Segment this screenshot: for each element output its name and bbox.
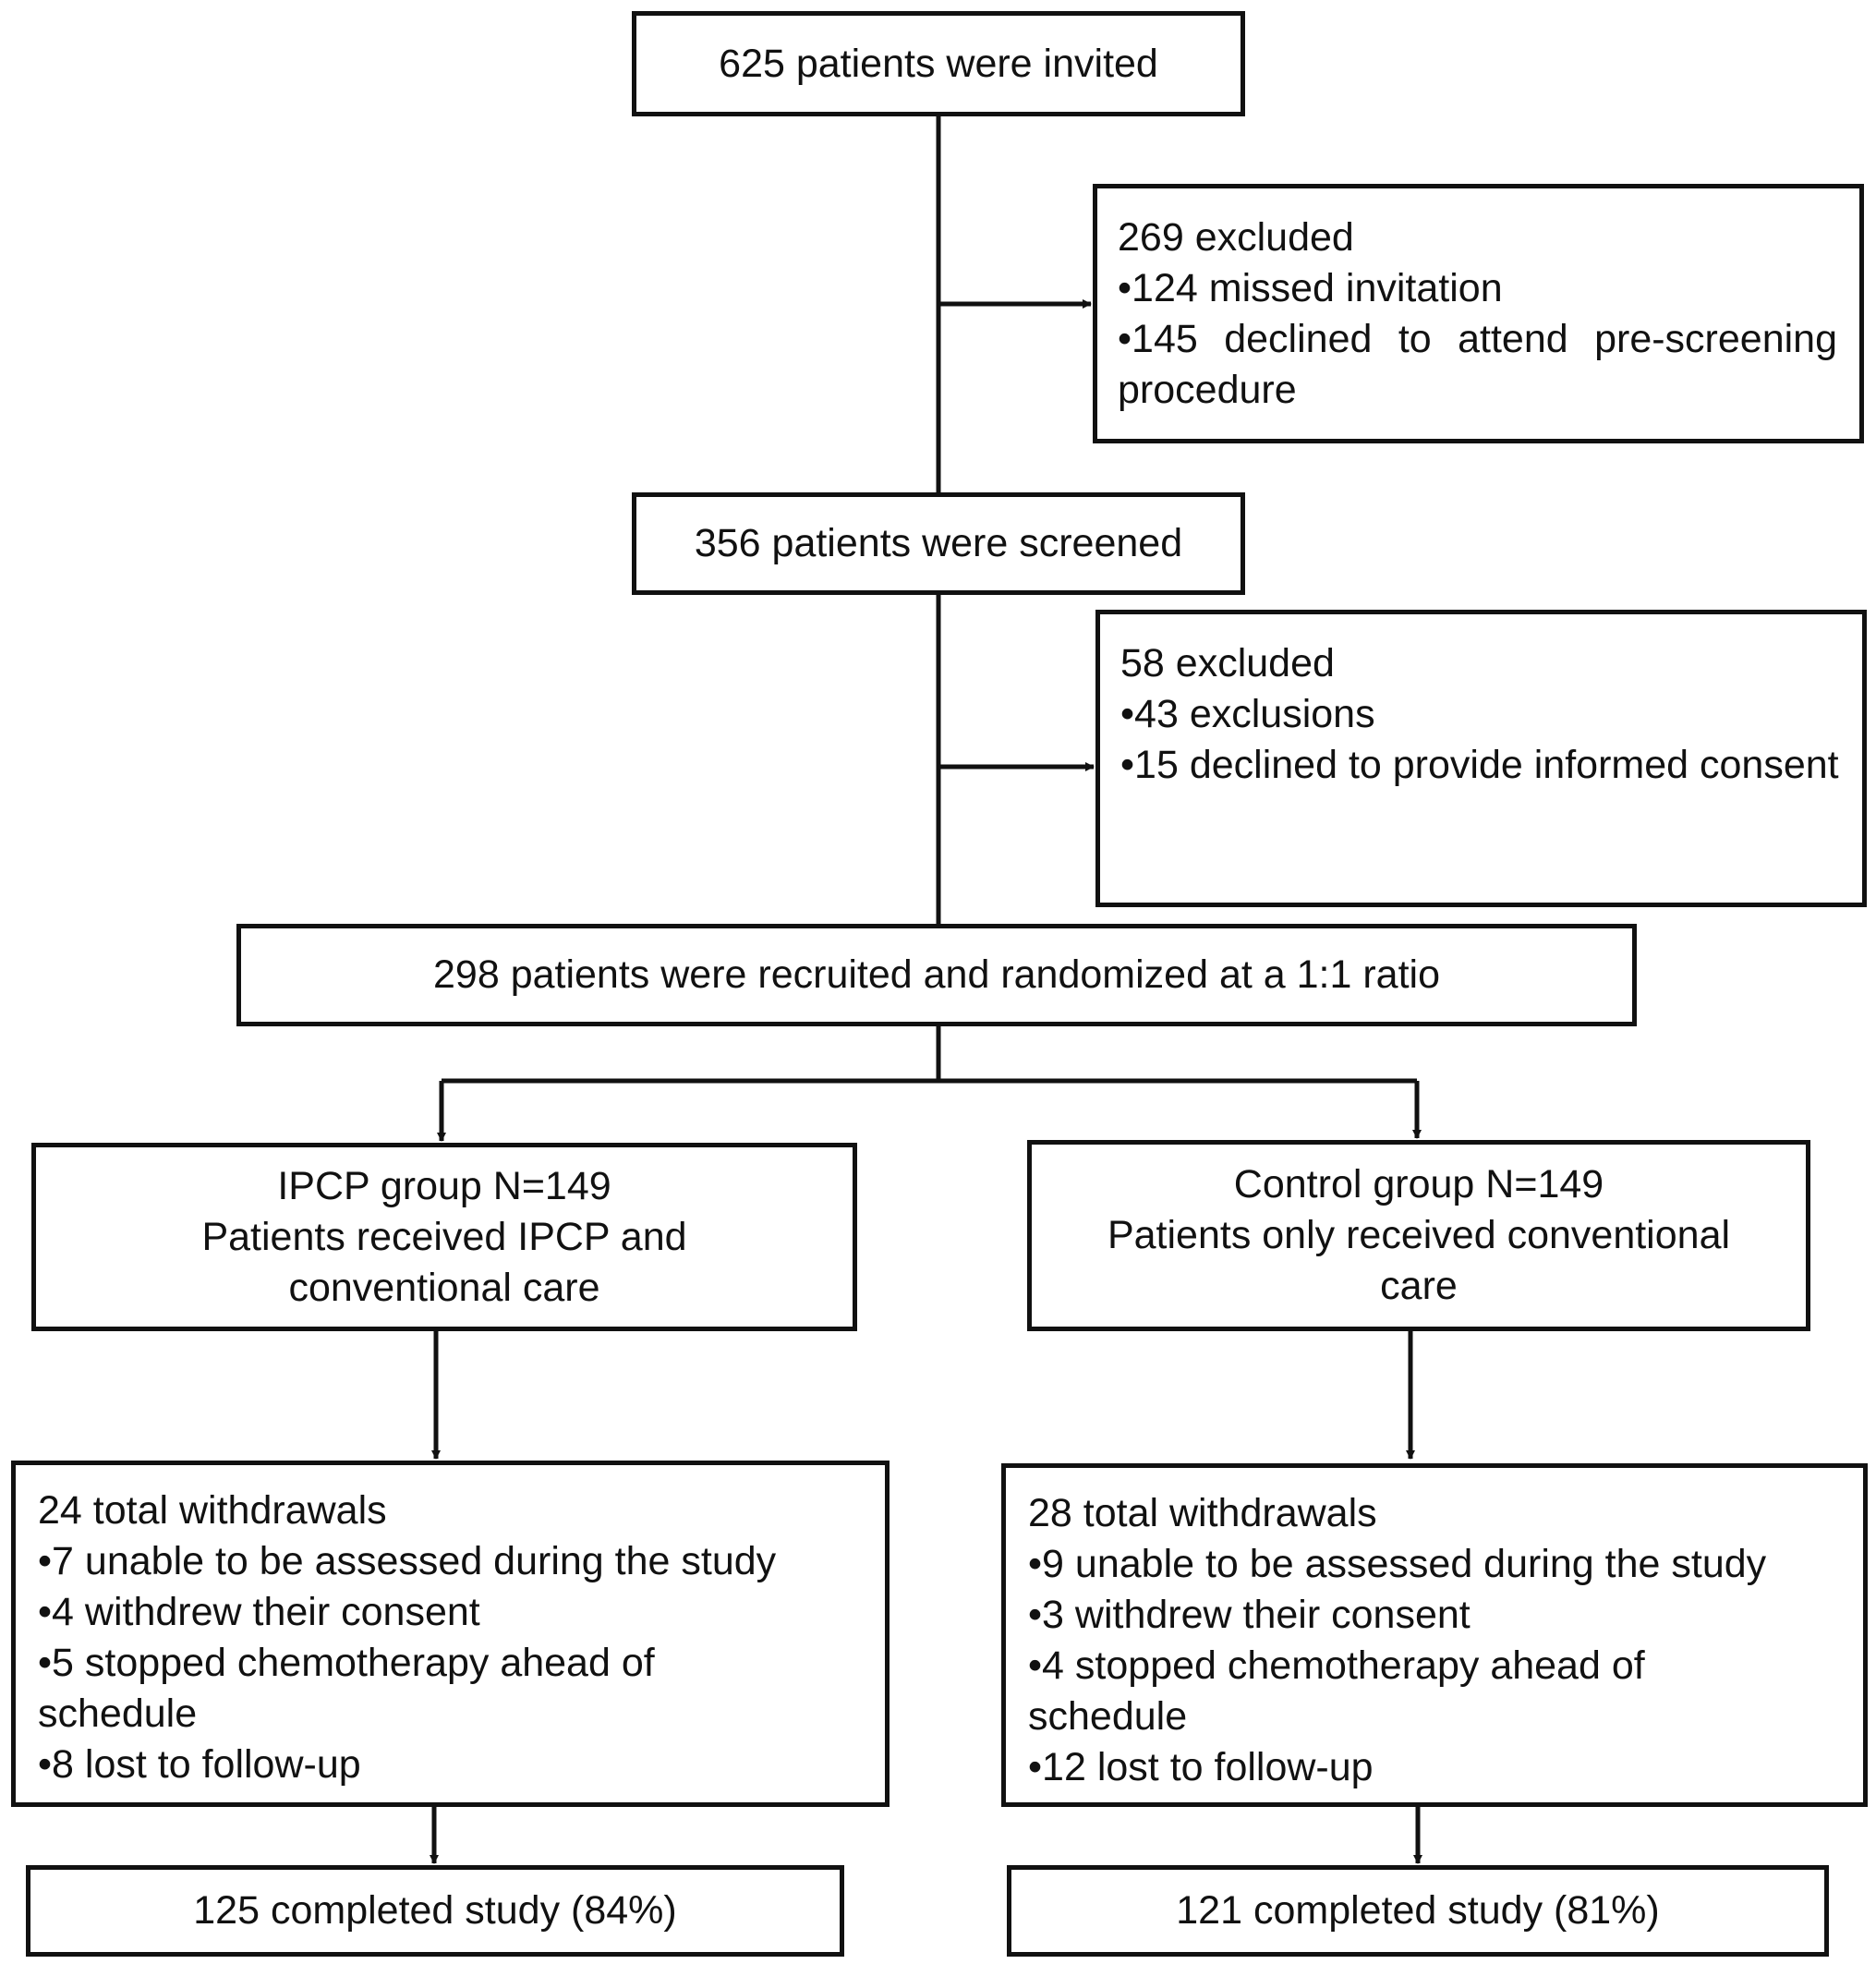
randomized-box: 298 patients were recruited and randomiz… — [236, 924, 1637, 1026]
control-withdrawals-box: 28 total withdrawals •9 unable to be ass… — [1001, 1463, 1868, 1807]
excluded-1-title: 269 excluded — [1118, 215, 1354, 260]
excluded-1-item: •145 declined to attend pre-screening pr… — [1118, 317, 1837, 412]
ipcp-withdrawals-title: 24 total withdrawals — [38, 1488, 387, 1533]
ipcp-group-desc: Patients received IPCP and — [201, 1214, 687, 1259]
screened-label: 356 patients were screened — [694, 521, 1183, 565]
control-completed-label: 121 completed study (81%) — [1176, 1888, 1660, 1933]
control-group-desc: care — [1380, 1264, 1458, 1308]
excluded-1-item: •124 missed invitation — [1118, 266, 1503, 310]
ipcp-withdrawal-item: •4 withdrew their consent — [38, 1590, 480, 1634]
excluded-box-2: 58 excluded •43 exclusions •15 declined … — [1095, 610, 1867, 907]
ipcp-withdrawal-item: •7 unable to be assessed during the stud… — [38, 1539, 777, 1583]
invited-box: 625 patients were invited — [632, 11, 1245, 116]
control-withdrawal-item: •9 unable to be assessed during the stud… — [1028, 1542, 1767, 1586]
control-completed-box: 121 completed study (81%) — [1007, 1865, 1829, 1957]
control-group-box: Control group N=149 Patients only receiv… — [1027, 1140, 1810, 1331]
excluded-box-1: 269 excluded •124 missed invitation •145… — [1093, 184, 1864, 443]
control-group-desc: Patients only received conventional — [1107, 1213, 1731, 1257]
ipcp-completed-label: 125 completed study (84%) — [193, 1888, 677, 1933]
excluded-2-item: •15 declined to provide informed consent — [1120, 743, 1839, 787]
ipcp-group-title: IPCP group N=149 — [277, 1163, 611, 1208]
excluded-2-item: •43 exclusions — [1120, 692, 1375, 736]
invited-label: 625 patients were invited — [719, 41, 1158, 86]
ipcp-group-desc: conventional care — [288, 1265, 600, 1310]
ipcp-withdrawals-box: 24 total withdrawals •7 unable to be ass… — [11, 1461, 890, 1807]
control-withdrawal-item: •4 stopped chemotherapy ahead of schedul… — [1028, 1643, 1645, 1739]
ipcp-group-box: IPCP group N=149 Patients received IPCP … — [31, 1143, 857, 1331]
randomized-label: 298 patients were recruited and randomiz… — [433, 952, 1440, 997]
control-withdrawal-item: •12 lost to follow-up — [1028, 1745, 1374, 1789]
control-withdrawal-item: •3 withdrew their consent — [1028, 1593, 1471, 1637]
ipcp-completed-box: 125 completed study (84%) — [26, 1865, 844, 1957]
control-group-title: Control group N=149 — [1233, 1162, 1604, 1206]
screened-box: 356 patients were screened — [632, 492, 1245, 595]
excluded-2-title: 58 excluded — [1120, 641, 1335, 685]
control-withdrawals-title: 28 total withdrawals — [1028, 1491, 1377, 1535]
ipcp-withdrawal-item: •5 stopped chemotherapy ahead of schedul… — [38, 1641, 655, 1736]
ipcp-withdrawal-item: •8 lost to follow-up — [38, 1742, 361, 1787]
